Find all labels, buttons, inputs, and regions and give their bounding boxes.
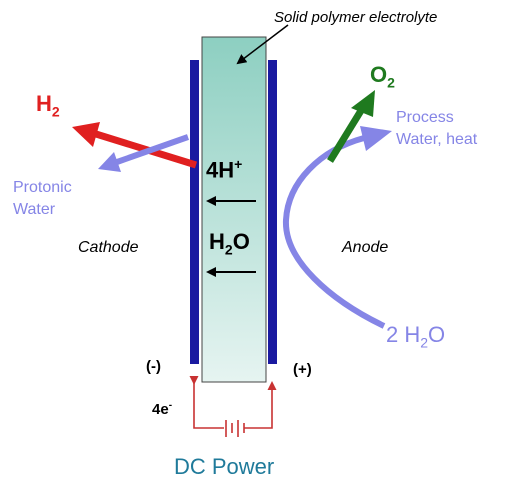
input-water-label: 2 H2O [386, 322, 446, 351]
positive-terminal-label: (+) [293, 361, 312, 378]
protonic-water-label: Protonic Water [13, 177, 72, 221]
hydrogen-label-base: H [36, 91, 52, 116]
negative-terminal-label: (-) [146, 358, 161, 375]
water-label-base: H [209, 229, 225, 254]
water-label-sub: 2 [224, 241, 233, 258]
oxygen-arrow [327, 90, 375, 163]
process-line2: Water, heat [396, 131, 478, 148]
membrane-callout-arrow [236, 24, 289, 65]
proton-label: 4H+ [206, 157, 242, 181]
process-water-heat-label: Process Water, heat [396, 107, 477, 151]
input-water-sub: 2 [420, 334, 429, 351]
cathode-label: Cathode [78, 239, 139, 256]
electron-label: 4e- [152, 400, 173, 418]
protonic-water-line2: Water [13, 201, 56, 218]
input-water-tail: O [428, 322, 446, 347]
cathode-electrode [190, 60, 199, 364]
hydrogen-label: H2 [36, 91, 60, 120]
oxygen-label-base: O [370, 62, 388, 87]
oxygen-label: O2 [370, 62, 395, 91]
hydrogen-label-sub: 2 [51, 103, 60, 120]
protonic-water-line1: Protonic [13, 179, 72, 196]
input-water-base: 2 H [386, 322, 421, 347]
electron-label-base: 4e [152, 401, 169, 418]
membrane [201, 36, 267, 383]
proton-label-base: 4H [206, 157, 235, 183]
membrane-label: Solid polymer electrolyte [274, 9, 438, 26]
water-label: H2O [209, 229, 250, 258]
dc-power-circuit [189, 376, 277, 437]
electron-label-sup: - [168, 400, 173, 411]
anode-label: Anode [342, 239, 389, 256]
dc-power-label: DC Power [174, 454, 275, 479]
anode-electrode [268, 60, 277, 364]
process-line1: Process [396, 109, 454, 126]
water-label-tail: O [232, 229, 250, 254]
protonic-water-arrow [98, 134, 189, 172]
oxygen-label-sub: 2 [387, 74, 395, 91]
anode-water-flow-arrow [282, 126, 392, 329]
proton-label-sup: + [234, 156, 243, 172]
